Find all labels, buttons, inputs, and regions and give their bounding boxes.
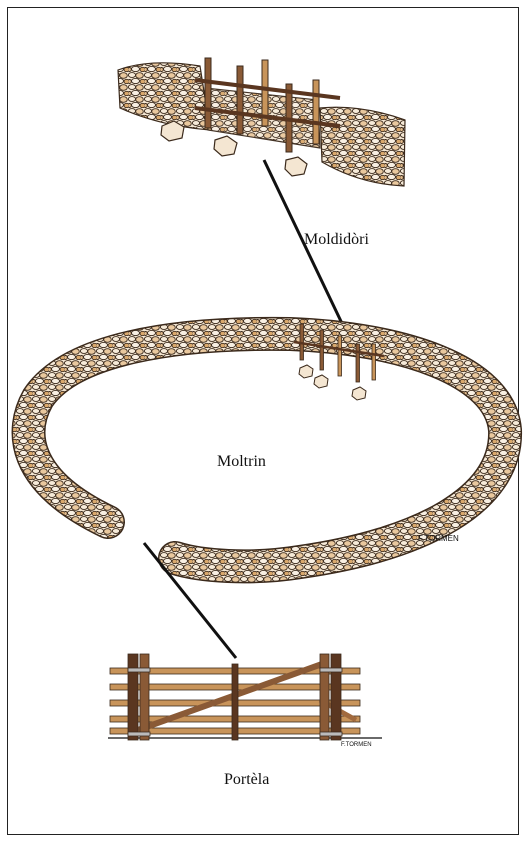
label-moldidori: Moldidòri [304, 231, 369, 249]
wooden-gate [108, 654, 382, 740]
signature-middle: F.TORMEN [418, 534, 459, 543]
enclosure-wall [29, 334, 506, 567]
signature-bottom: F.TORMEN [341, 742, 372, 748]
label-portela: Portèla [224, 771, 269, 789]
label-moltrin: Moltrin [217, 453, 266, 471]
